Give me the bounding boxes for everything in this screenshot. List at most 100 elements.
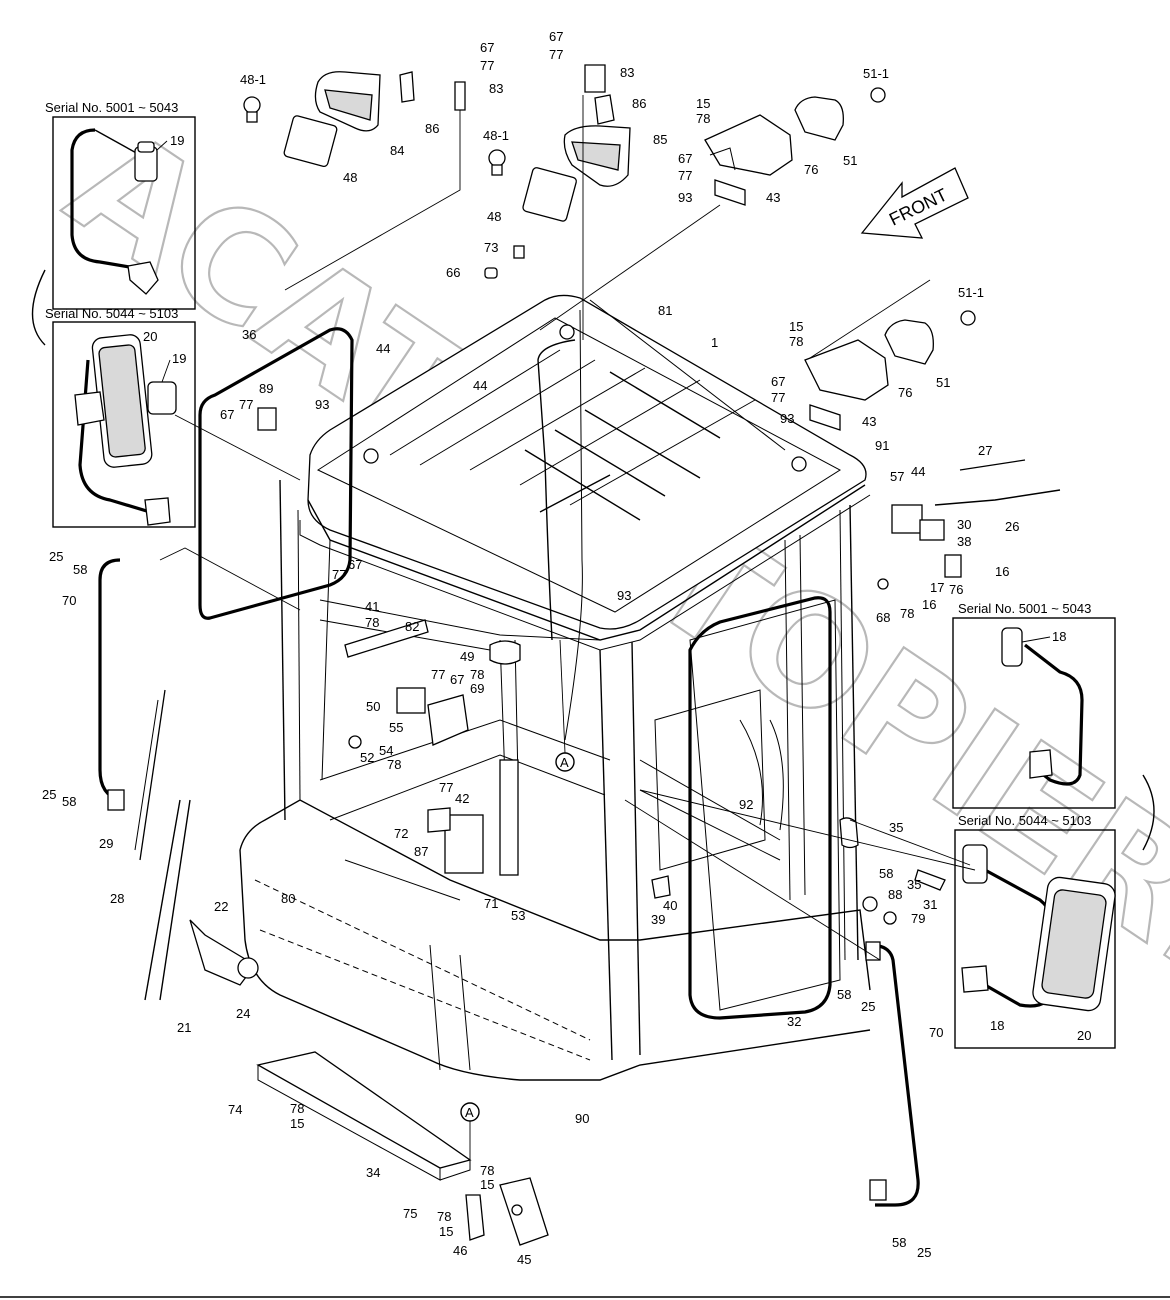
part-label: 77 <box>771 390 785 405</box>
part-label: 92 <box>739 797 753 812</box>
part-label: 89 <box>259 381 273 396</box>
part-label: 43 <box>862 414 876 429</box>
part-label: 25 <box>861 999 875 1014</box>
part-label: 78 <box>290 1101 304 1116</box>
leader-lines <box>159 95 976 961</box>
svg-text:18: 18 <box>990 1018 1004 1033</box>
part-label: 16 <box>922 597 936 612</box>
part-label: 78 <box>437 1209 451 1224</box>
part-label: 82 <box>405 619 419 634</box>
part-label: 31 <box>923 897 937 912</box>
misc-components <box>257 245 962 925</box>
work-lamp-left <box>243 71 381 167</box>
part-label: 15 <box>439 1224 453 1239</box>
part-label: 48 <box>487 209 501 224</box>
part-label: 51 <box>936 375 950 390</box>
part-label: 15 <box>480 1177 494 1192</box>
lamp-brackets-top <box>399 64 615 125</box>
part-label: 24 <box>236 1006 250 1021</box>
svg-text:20: 20 <box>1077 1028 1091 1043</box>
part-label: 78 <box>365 615 379 630</box>
handrail-left <box>98 558 125 811</box>
part-label: 38 <box>957 534 971 549</box>
part-label: 77 <box>678 168 692 183</box>
part-label: 69 <box>470 681 484 696</box>
part-label: 55 <box>389 720 403 735</box>
part-label: 78 <box>696 111 710 126</box>
part-label: 67 <box>678 151 692 166</box>
part-label: 1 <box>711 335 718 350</box>
part-label: 74 <box>228 1102 242 1117</box>
part-label: 78 <box>470 667 484 682</box>
part-label: 87 <box>414 844 428 859</box>
part-label: 78 <box>789 334 803 349</box>
door-seal <box>688 596 832 1020</box>
part-label: 76 <box>898 385 912 400</box>
cab-frame <box>239 294 871 1081</box>
svg-text:20: 20 <box>143 329 157 344</box>
part-label: 67 <box>348 557 362 572</box>
svg-text:A: A <box>560 755 569 770</box>
front-lamp-lower <box>804 310 976 431</box>
part-label: 17 <box>930 580 944 595</box>
part-label: 93 <box>617 588 631 603</box>
part-label: 44 <box>473 378 487 393</box>
part-label: 21 <box>177 1020 191 1035</box>
part-label: 67 <box>549 29 563 44</box>
part-label: 75 <box>403 1206 417 1221</box>
part-label: 77 <box>549 47 563 62</box>
svg-text:19: 19 <box>170 133 184 148</box>
part-label: 54 <box>379 743 393 758</box>
part-label: 78 <box>900 606 914 621</box>
part-label: 42 <box>455 791 469 806</box>
part-label: 51-1 <box>863 66 889 81</box>
part-label: 77 <box>439 780 453 795</box>
rear-wiper <box>134 689 259 1001</box>
part-label: 25 <box>917 1245 931 1260</box>
part-label: 26 <box>1005 519 1019 534</box>
part-label: 16 <box>995 564 1009 579</box>
part-label: 25 <box>42 787 56 802</box>
part-labels: 67 77 83 86 84 48-1 48 67 77 83 86 85 48… <box>42 29 1019 1267</box>
callout-a-upper: A <box>555 639 575 772</box>
part-label: 84 <box>390 143 404 158</box>
front-arrow-icon: FRONT <box>860 167 969 239</box>
part-label: 72 <box>394 826 408 841</box>
front-wiper <box>891 459 1061 541</box>
rear-window-seal <box>198 327 354 620</box>
part-label: 48-1 <box>483 128 509 143</box>
part-label: 58 <box>837 987 851 1002</box>
svg-text:19: 19 <box>172 351 186 366</box>
part-label: 77 <box>332 567 346 582</box>
part-label: 25 <box>49 549 63 564</box>
part-label: 93 <box>780 411 794 426</box>
part-label: 76 <box>949 582 963 597</box>
part-label: 78 <box>387 757 401 772</box>
part-label: 48-1 <box>240 72 266 87</box>
work-lamp-center <box>488 125 631 222</box>
part-label: 58 <box>892 1235 906 1250</box>
part-label: 58 <box>879 866 893 881</box>
handrail-right <box>865 941 920 1207</box>
part-label: 15 <box>290 1116 304 1131</box>
part-label: 44 <box>911 464 925 479</box>
part-label: 73 <box>484 240 498 255</box>
part-label: 67 <box>220 407 234 422</box>
part-label: 83 <box>620 65 634 80</box>
wiring-harness <box>537 299 786 831</box>
part-label: 50 <box>366 699 380 714</box>
part-label: 28 <box>110 891 124 906</box>
part-label: 43 <box>766 190 780 205</box>
part-label: 83 <box>489 81 503 96</box>
callout-a-lower: A <box>460 1102 480 1165</box>
inset-top-left-2: Serial No. 5044 ~ 5103 20 19 <box>45 306 196 528</box>
part-label: 77 <box>431 667 445 682</box>
mirror-45 <box>465 1177 549 1246</box>
part-label: 32 <box>787 1014 801 1029</box>
part-label: 51-1 <box>958 285 984 300</box>
part-label: 79 <box>911 911 925 926</box>
part-label: 81 <box>658 303 672 318</box>
part-label: 30 <box>957 517 971 532</box>
part-label: 90 <box>575 1111 589 1126</box>
inset-top-left-1: Serial No. 5001 ~ 5043 19 <box>45 100 196 310</box>
